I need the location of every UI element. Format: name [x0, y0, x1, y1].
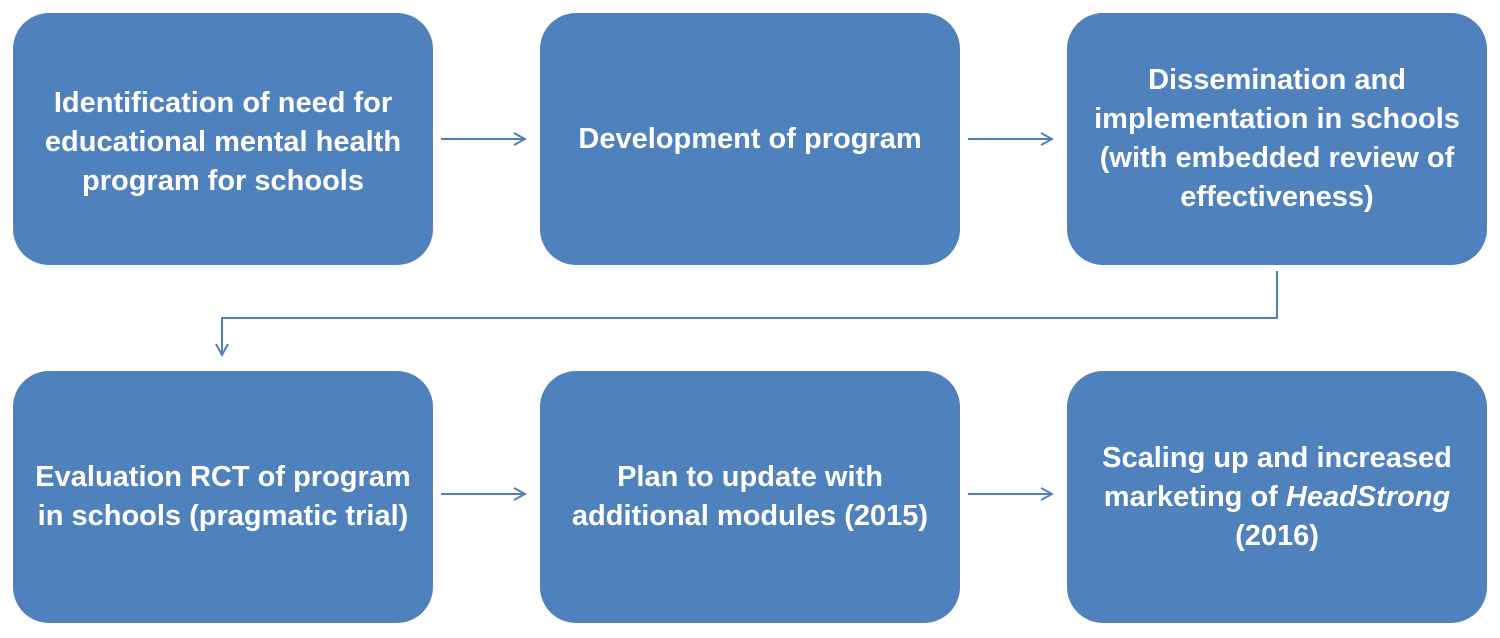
step-1-box: Identification of need for educational m… — [13, 13, 433, 265]
step-6-text: Scaling up and increased marketing of He… — [1089, 439, 1465, 556]
step-6-text-before: Scaling up and increased marketing of — [1102, 441, 1452, 513]
step-4-text: Evaluation RCT of program in schools (pr… — [35, 461, 411, 532]
step-6-box: Scaling up and increased marketing of He… — [1067, 371, 1487, 623]
step-1-text: Identification of need for educational m… — [44, 86, 402, 197]
step-4-box: Evaluation RCT of program in schools (pr… — [13, 371, 433, 623]
step-6-text-after: (2016) — [1235, 519, 1319, 552]
step-2-text: Development of program — [578, 122, 922, 155]
step-5-box: Plan to update with additional modules (… — [540, 371, 960, 623]
step-6-product-name: HeadStrong — [1285, 480, 1451, 513]
step-3-text: Dissemination and implementation in scho… — [1094, 64, 1460, 213]
step-3-box: Dissemination and implementation in scho… — [1067, 13, 1487, 265]
step-2-box: Development of program — [540, 13, 960, 265]
arrow-step3-to-step4 — [222, 271, 1278, 355]
step-5-text: Plan to update with additional modules (… — [571, 461, 929, 532]
